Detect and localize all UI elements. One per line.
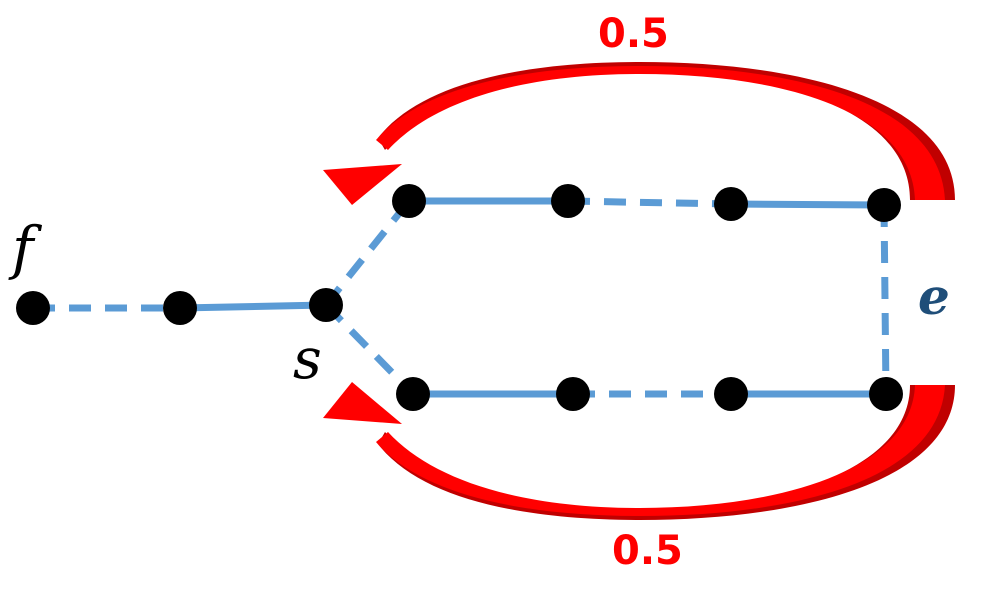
bottom-arrow-value: 0.5 [612,528,683,574]
bottom-arrow-shade [378,385,955,520]
edge-u2-u3 [567,197,732,208]
node-s [309,288,343,322]
edge-n1-s [179,301,327,312]
node-u1 [392,184,426,218]
top-arrow-shade [378,62,955,200]
nodes [16,184,903,411]
node-u2 [551,184,585,218]
node-u4 [867,188,901,222]
top-arrowhead [323,164,402,205]
edge-u3-u4 [730,200,885,209]
label-f: f [8,214,43,282]
top-arrow-value: 0.5 [598,11,669,57]
label-e: e [918,267,950,326]
bottom-arrow [323,382,955,520]
edge-s-u1 [323,198,412,308]
bottom-arrowhead [323,382,402,424]
node-l4 [869,377,903,411]
node-n1 [163,291,197,325]
label-s: s [293,327,322,392]
edges [33,197,890,398]
top-arrow [323,62,955,205]
node-l3 [714,377,748,411]
edge-s-l1 [323,302,416,397]
node-l1 [396,377,430,411]
node-u3 [714,187,748,221]
node-f [16,291,50,325]
edge-u4-l4 [880,204,890,395]
node-l2 [556,377,590,411]
